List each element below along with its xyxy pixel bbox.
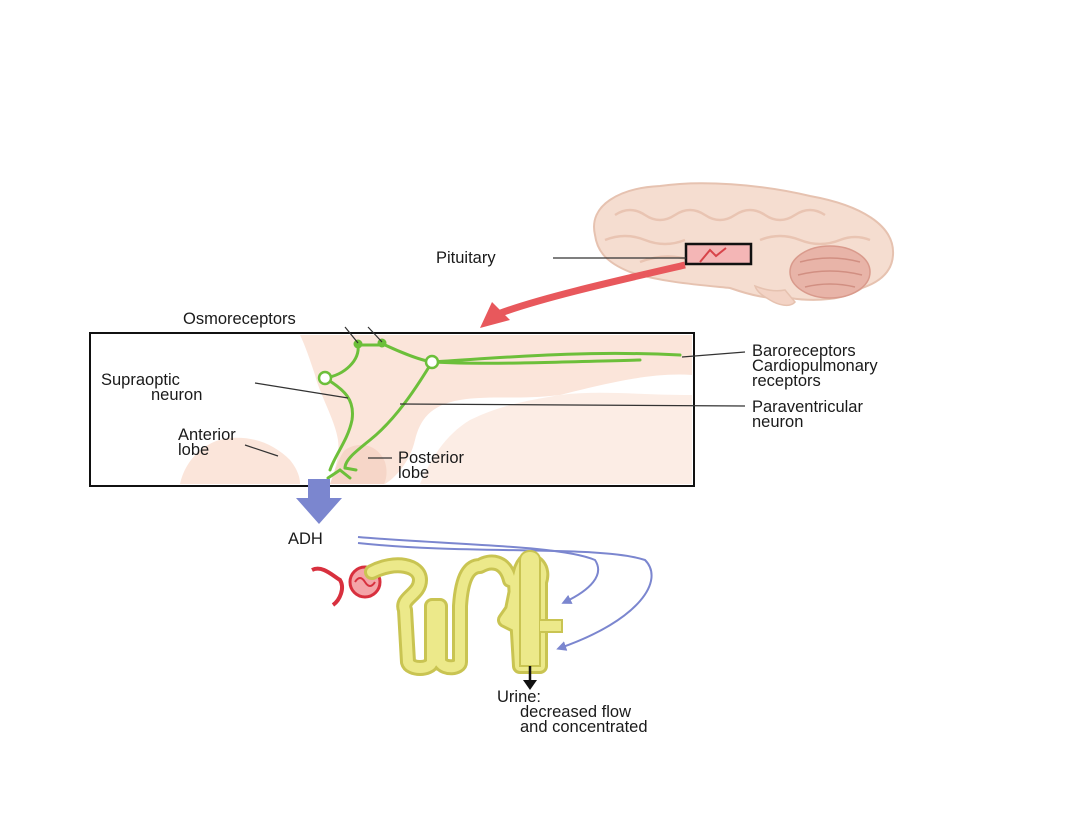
paraventricular-leader (399, 403, 746, 407)
zoom-arrow (480, 261, 686, 328)
cardiopulmonary-label: Cardiopulmonary (752, 357, 878, 375)
hypothalamus-inset (89, 332, 695, 487)
supraoptic-label: Supraoptic (101, 371, 180, 389)
osmoreceptors-leader-2 (367, 326, 383, 343)
urine-label: Urine: (497, 688, 541, 706)
urine-detail-line1: decreased flow (520, 703, 631, 721)
neuron-cell-bodies (317, 338, 440, 386)
collecting-duct (519, 550, 541, 667)
hypothalamus-tissue (300, 335, 692, 484)
osmoreceptors-label: Osmoreceptors (183, 310, 296, 328)
posterior-lobe-label: lobe (398, 464, 429, 482)
urine-arrow-head (523, 680, 537, 690)
urine-detail-line2: and concentrated (520, 718, 648, 736)
supraoptic-leader (254, 382, 349, 399)
adh-label: ADH (288, 530, 323, 548)
brain-illustration (593, 182, 895, 307)
baroreceptors-label: Baroreceptors (752, 342, 856, 360)
paraventricular-neuron-label: neuron (752, 413, 803, 431)
supraoptic-neuron-label: neuron (151, 386, 202, 404)
pituitary-label: Pituitary (436, 249, 496, 267)
adh-action-arrows (357, 536, 653, 651)
osmoreceptors-leader-1 (344, 326, 359, 344)
anterior-lobe-label: lobe (178, 441, 209, 459)
afferent-arteriole (311, 566, 344, 607)
adh-release-arrow (296, 479, 342, 524)
anterior-lobe-shape (180, 437, 300, 484)
receptors-label: receptors (752, 372, 821, 390)
anterior-leader (244, 444, 279, 457)
posterior-label: Posterior (398, 449, 465, 467)
nephron (311, 550, 563, 676)
baroreceptors-leader (681, 351, 746, 358)
paraventricular-label: Paraventricular (752, 398, 863, 416)
anterior-label: Anterior (178, 426, 236, 444)
cerebellum (789, 245, 871, 299)
